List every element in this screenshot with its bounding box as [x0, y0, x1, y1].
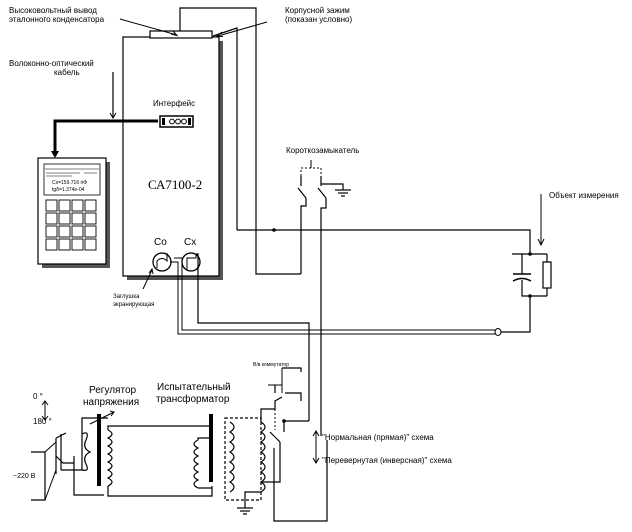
measured-object	[512, 252, 552, 298]
terminal-keypad	[45, 199, 97, 251]
plug-leader	[142, 269, 153, 290]
inverted-scheme-label: "Перевернутая (инверсная)" схема	[322, 456, 452, 465]
angle-0-label: 0 °	[33, 392, 43, 401]
device-ca7100-2: СА7100-2	[122, 30, 223, 280]
regulator-to-transformer	[107, 425, 213, 497]
fiber-cable-label-2: кабель	[54, 68, 80, 77]
terminal-readout-tg: tgδ=1.374e-04	[52, 187, 85, 193]
phase-switch	[31, 432, 104, 501]
regulator-label: Регулятор	[89, 385, 136, 396]
terminal-device: Cx=159.716 пФ tgδ=1.374e-04	[37, 157, 110, 268]
test-transformer-label: Испытательный	[157, 382, 231, 393]
hv-commutator	[260, 367, 328, 522]
hv-output-label: Высоковольтный вывод	[9, 6, 97, 15]
plug-label: Заглушка	[113, 294, 140, 300]
cx-cable	[196, 253, 310, 368]
interface-label: Интерфейс	[153, 99, 195, 108]
hv-output-label-2: эталонного конденсатора	[9, 15, 105, 24]
regulator-label-2: напряжения	[83, 397, 139, 408]
cx-connector	[181, 252, 201, 272]
device-name-label: СА7100-2	[148, 177, 202, 192]
co-connector	[152, 252, 172, 272]
fiber-optic-cable	[53, 119, 158, 156]
hv-output-leader	[119, 18, 178, 36]
hv-loop-wire	[179, 7, 301, 275]
object-label: Объект измерения	[549, 191, 619, 200]
hv-line-to-object	[237, 229, 531, 254]
co-cable-inner	[174, 257, 496, 331]
angle-180-label: 180 °	[33, 417, 52, 426]
short-circuiter-label: Короткозамыкатель	[286, 146, 359, 155]
normal-scheme-label: "Нормальная (прямая)" схема	[322, 433, 434, 442]
test-transformer-label-2: трансформатор	[156, 393, 230, 405]
case-clamp-label-2: (показан условно)	[285, 15, 352, 24]
short-circuiter	[297, 160, 351, 436]
terminal-readout-cx: Cx=159.716 пФ	[52, 180, 87, 186]
plug-label-2: экранирующая	[113, 302, 154, 308]
mains-label: ~220 В	[13, 473, 36, 480]
case-clamp-label: Корпусной зажим	[285, 6, 350, 15]
fiber-cable-label: Волоконно-оптический	[9, 59, 94, 68]
voltage-regulator	[73, 410, 115, 487]
co-cable-outer	[170, 261, 496, 335]
co-label: Co	[154, 237, 167, 248]
case-clamp-leader	[217, 21, 268, 37]
interface-connector	[159, 115, 194, 128]
cx-label: Cx	[184, 237, 196, 248]
test-transformer	[193, 417, 266, 515]
commutator-label: В/в коммутатор	[253, 362, 289, 368]
